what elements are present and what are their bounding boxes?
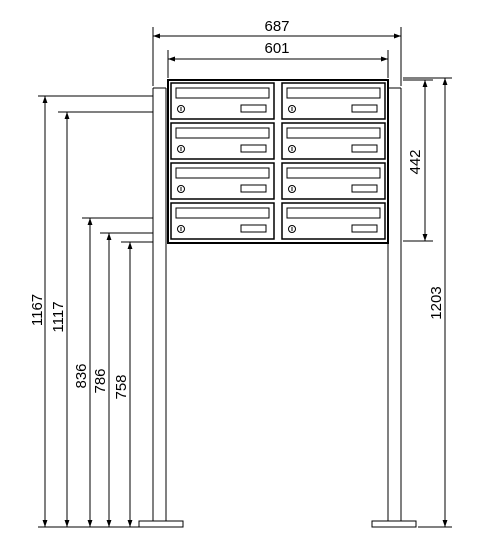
mail-slot xyxy=(175,167,270,179)
name-plate xyxy=(240,224,267,233)
left-post-foot xyxy=(138,520,184,528)
dimension-box-width: 601 xyxy=(167,40,389,78)
dimension-total-height: 1203 xyxy=(403,77,452,528)
left-post xyxy=(138,87,184,528)
dimension-bottom-left-1: 836 xyxy=(73,217,153,527)
mail-slot xyxy=(286,127,381,139)
mail-slot xyxy=(175,87,270,99)
dimension-box-height: 442 xyxy=(403,79,433,242)
mail-slot xyxy=(286,87,381,99)
mailbox-grid xyxy=(170,82,386,240)
dimension-top-left-1: 1167 xyxy=(29,95,153,527)
name-plate xyxy=(240,104,267,113)
mailbox-compartment xyxy=(281,82,386,120)
dimension-label-box-width: 601 xyxy=(264,40,289,57)
mailbox-compartment xyxy=(170,162,275,200)
mailbox-compartment xyxy=(170,82,275,120)
dimension-overall-width: 687 xyxy=(152,18,402,86)
dimension-bottom-left-3: 758 xyxy=(113,241,153,527)
mailbox-compartment xyxy=(170,202,275,240)
dimension-label-overall-width: 687 xyxy=(264,18,289,35)
mail-slot xyxy=(286,167,381,179)
dimension-top-left-2: 1117 xyxy=(50,111,153,527)
mailbox-compartment xyxy=(170,122,275,160)
dimension-bottom-left-2: 786 xyxy=(92,232,153,527)
name-plate xyxy=(351,224,378,233)
name-plate xyxy=(240,184,267,193)
mail-slot xyxy=(175,207,270,219)
dimension-label-bottom-left-2: 786 xyxy=(92,368,109,393)
name-plate xyxy=(351,104,378,113)
mailbox-compartment xyxy=(281,202,386,240)
name-plate xyxy=(240,144,267,153)
dimension-label-total-height: 1203 xyxy=(428,286,445,319)
name-plate xyxy=(351,144,378,153)
mailbox-compartment xyxy=(281,122,386,160)
name-plate xyxy=(351,184,378,193)
dimension-label-top-left-1: 1167 xyxy=(29,294,46,326)
right-post-foot xyxy=(371,520,417,528)
dimension-label-top-left-2: 1117 xyxy=(50,301,67,332)
mail-slot xyxy=(175,127,270,139)
mail-slot xyxy=(286,207,381,219)
mailbox-compartment xyxy=(281,162,386,200)
dimension-label-bottom-left-1: 836 xyxy=(73,363,90,388)
dimension-label-box-height: 442 xyxy=(407,149,424,174)
dimension-label-bottom-left-3: 758 xyxy=(113,374,130,399)
